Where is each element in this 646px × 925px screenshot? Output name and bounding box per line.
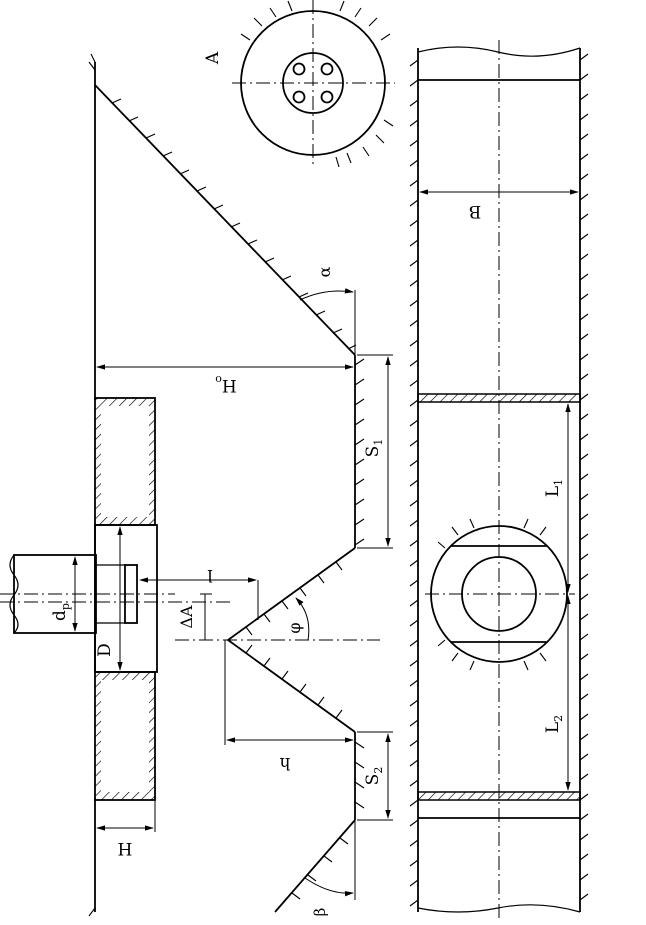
bore-d [94, 524, 158, 673]
shaft-break [9, 554, 19, 634]
slope-beta [274, 819, 356, 913]
dim-s2-label: S2 [363, 767, 385, 786]
beta-arc [304, 877, 354, 897]
dim-s1-label: S1 [363, 439, 385, 458]
slope-beta-hatch [291, 837, 349, 900]
dim-dp-label: dp [50, 603, 72, 621]
dim-h0-label: Ho [215, 373, 237, 395]
dimensions: Ho α S1 l ΔA φ h S2 β [50, 266, 393, 916]
dim-b-label: B [469, 201, 482, 221]
dim-l2-label: L2 [543, 715, 565, 733]
end-view-a: A [203, 0, 395, 168]
plan-view: B L1 L2 [409, 40, 589, 920]
dim-D-label: D [95, 643, 115, 657]
wall-left-hatch [409, 59, 419, 907]
view-a-label: A [203, 51, 223, 65]
boundary-hatch-bottom [88, 907, 96, 917]
dim-H-label: H [118, 838, 133, 858]
end-view-hatching [240, 0, 394, 168]
hatched-block-lower-inner [101, 680, 149, 792]
angle-beta-label: β [311, 908, 329, 917]
v-notch-hatch [245, 561, 343, 719]
slope-alpha [94, 84, 356, 356]
step-s2-hatch [354, 741, 365, 809]
hatched-block-upper-inner [101, 406, 149, 517]
wall-right-hatch [579, 53, 589, 901]
phi-arc [295, 597, 310, 641]
step-s1-hatch [354, 358, 365, 546]
wall-top-break [417, 46, 581, 57]
bolt-hole [320, 90, 334, 104]
section-view [0, 53, 380, 917]
bolt-hole [292, 62, 306, 76]
bolt-hole [320, 62, 334, 76]
delta-a-label: ΔA [177, 605, 196, 629]
angle-phi-label: φ [285, 622, 304, 633]
wall-bottom-break [417, 904, 581, 913]
bolt-hole [292, 90, 306, 104]
angle-alpha-label: α [315, 266, 334, 277]
slope-alpha-hatch [111, 98, 357, 350]
dim-l-label: l [207, 565, 212, 585]
dim-h-label: h [279, 753, 290, 773]
alpha-arc [299, 288, 354, 301]
dim-l1-label: L1 [543, 479, 565, 497]
round-unit-hatch [437, 518, 547, 671]
boundary-hatch-top [88, 53, 96, 71]
